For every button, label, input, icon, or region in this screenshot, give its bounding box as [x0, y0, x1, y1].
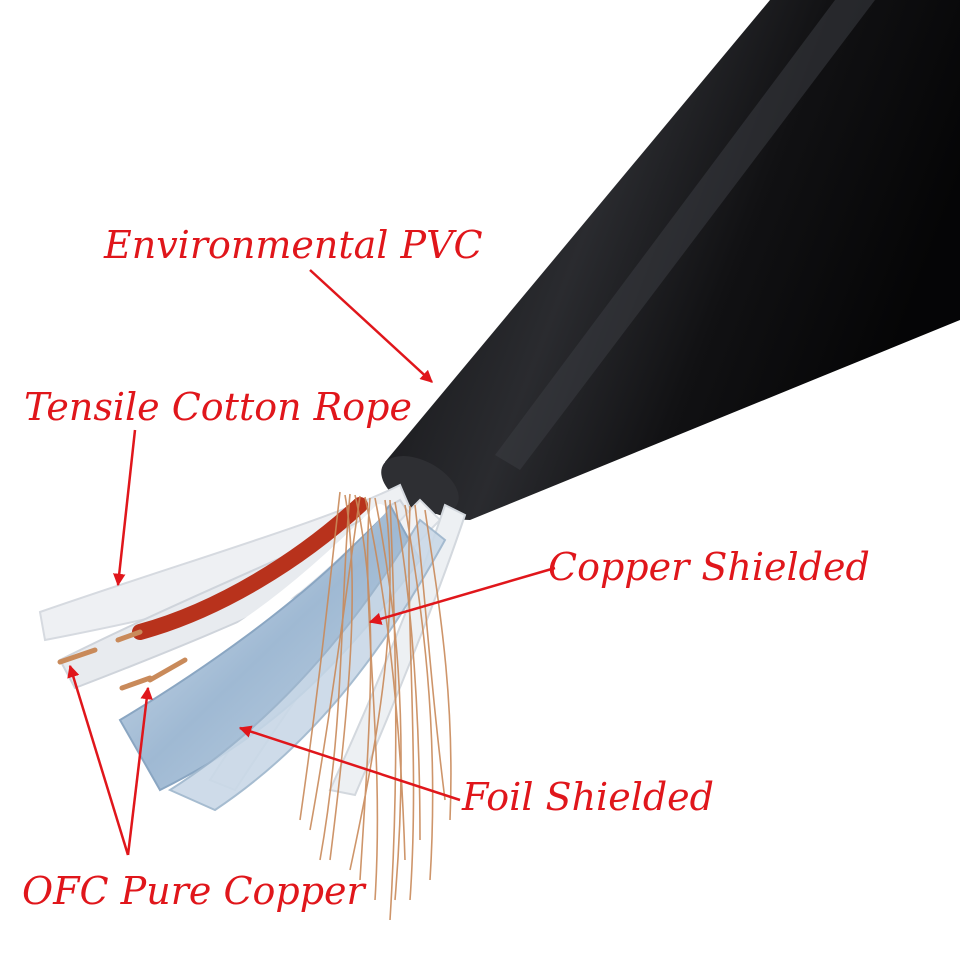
arrow-copper-shielded — [368, 566, 556, 625]
label-environmental-pvc: Environmental PVC — [104, 223, 483, 267]
arrow-tensile-cotton-rope — [113, 429, 137, 587]
ofc-copper-end-1 — [57, 647, 98, 665]
label-copper-shielded: Copper Shielded — [548, 545, 870, 589]
arrow-foil-shielded — [238, 725, 461, 802]
arrow-ofc-copper-1 — [67, 664, 130, 856]
white-core — [179, 504, 386, 666]
label-tensile-cotton-rope: Tensile Cotton Rope — [24, 385, 412, 429]
arrow-environmental-pvc — [309, 269, 433, 383]
label-foil-shielded: Foil Shielded — [462, 775, 714, 819]
arrow-ofc-copper-2 — [126, 686, 153, 856]
copper-braid — [299, 491, 452, 921]
jacket-highlight — [495, 0, 875, 470]
ofc-copper-end-2 — [119, 675, 153, 691]
label-ofc-pure-copper: OFC Pure Copper — [22, 869, 365, 913]
callout-arrows — [67, 269, 556, 856]
